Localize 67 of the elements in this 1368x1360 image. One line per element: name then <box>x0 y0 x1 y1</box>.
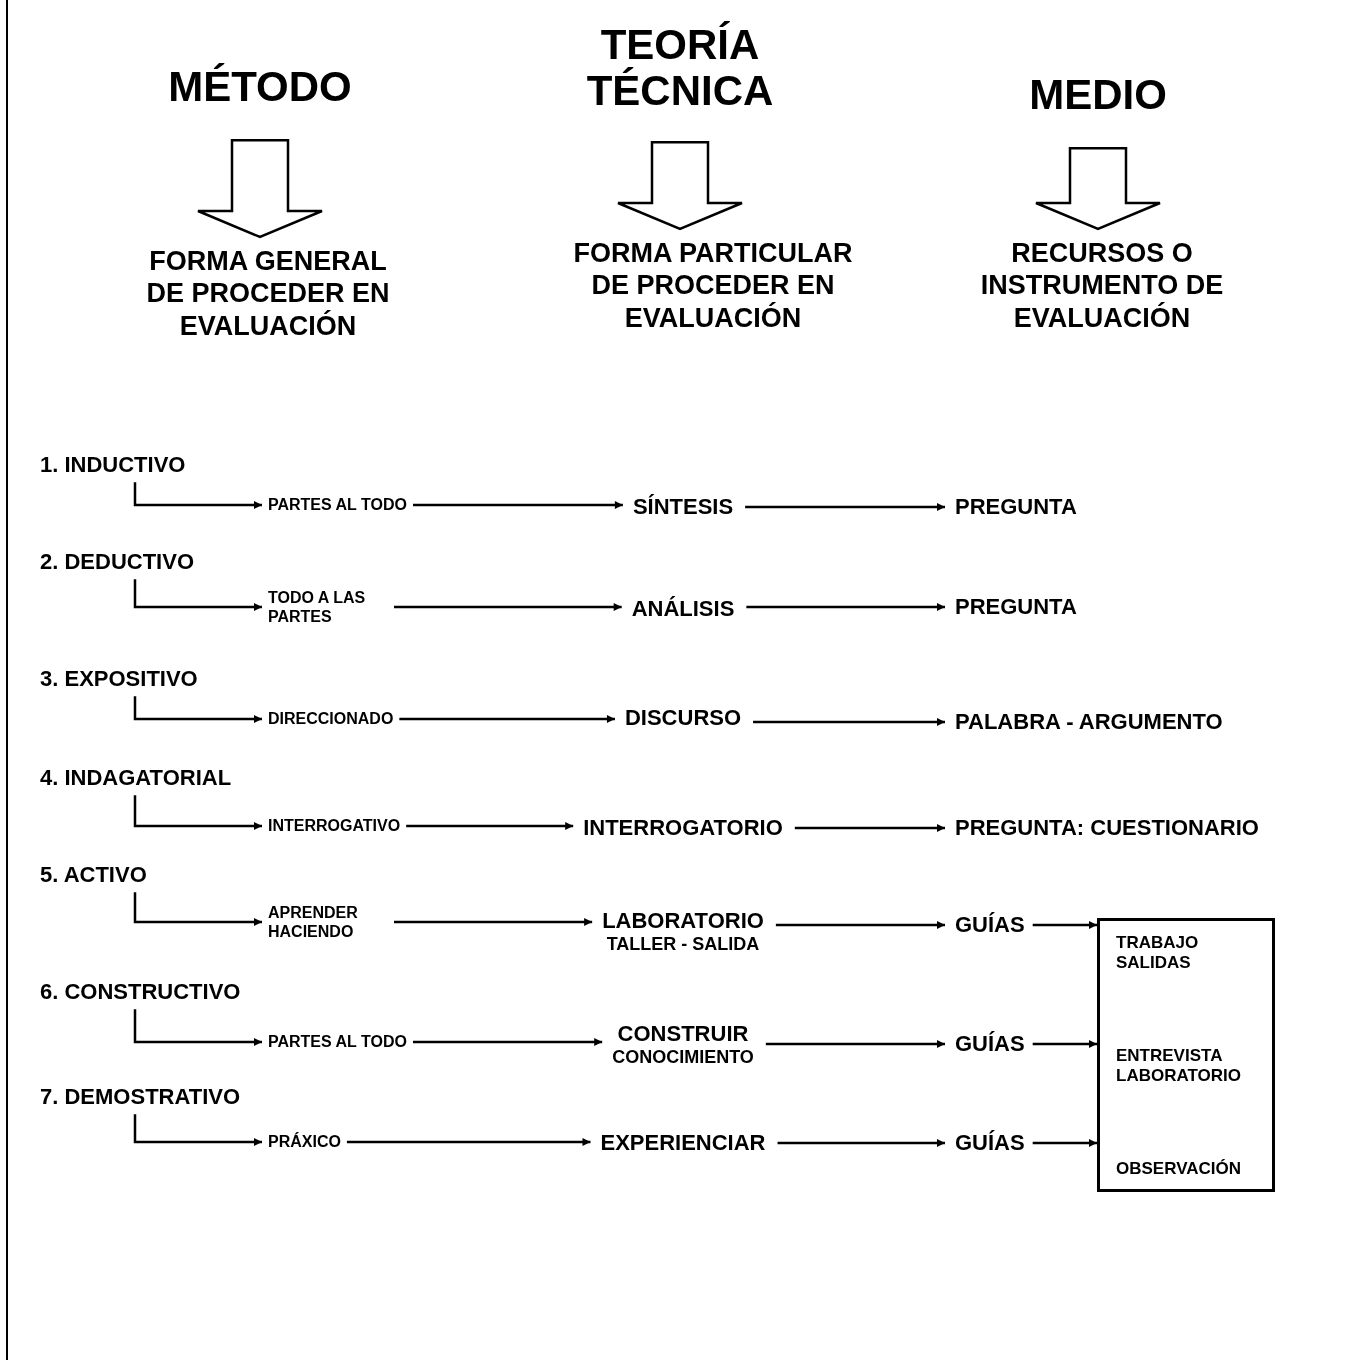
hollow-arrow <box>1034 146 1162 231</box>
arrow <box>1032 1139 1097 1147</box>
technique-label: SÍNTESIS <box>632 493 734 521</box>
hollow-arrow <box>196 138 324 239</box>
technique-detail: TALLER - SALIDA <box>605 934 761 956</box>
resource-label: GUÍAS <box>955 1030 1025 1058</box>
technique-label: DISCURSO <box>624 704 742 732</box>
arrow <box>746 603 945 611</box>
procedure-label: DIRECCIONADO <box>268 709 394 729</box>
resource-label: PALABRA - ARGUMENTO <box>955 708 1223 736</box>
procedure-label: PARTES AL TODO <box>268 1032 407 1052</box>
resource-label: GUÍAS <box>955 1129 1025 1157</box>
method-label: 7. DEMOSTRATIVO <box>40 1083 241 1111</box>
procedure-label: PARTES AL TODO <box>268 495 407 515</box>
arrow <box>745 503 945 511</box>
column-heading: TEORÍA TÉCNICA <box>565 21 795 115</box>
list-item: ENTREVISTA LABORATORIO <box>1116 1045 1242 1087</box>
arrow <box>399 715 615 723</box>
arrow <box>133 1009 262 1046</box>
column-heading: MEDIO <box>1029 69 1167 121</box>
arrow <box>413 501 623 509</box>
resource-label: PREGUNTA <box>955 593 1077 621</box>
technique-name: CONSTRUIR <box>616 1021 750 1048</box>
arrow <box>777 1139 945 1147</box>
column-heading: MÉTODO <box>168 61 352 113</box>
list-item: TRABAJO SALIDAS <box>1116 933 1200 974</box>
arrow <box>133 1114 262 1146</box>
arrow <box>1032 921 1097 929</box>
technique-label: ANÁLISIS <box>631 595 735 623</box>
arrow <box>346 1138 591 1146</box>
resource-label: GUÍAS <box>955 911 1025 939</box>
hollow-arrow <box>616 140 744 231</box>
arrow <box>794 824 945 832</box>
technique-detail: CONOCIMIENTO <box>612 1047 754 1069</box>
list-item: OBSERVACIÓN <box>1116 1158 1242 1179</box>
arrow <box>394 603 622 611</box>
column-description: RECURSOS O INSTRUMENTO DE EVALUACIÓN <box>932 237 1272 335</box>
arrow <box>133 892 262 926</box>
column-description: FORMA GENERAL DE PROCEDER EN EVALUACIÓN <box>133 245 403 343</box>
arrow <box>133 696 262 723</box>
procedure-label: APRENDER HACIENDO <box>268 902 388 942</box>
arrow <box>413 1038 603 1046</box>
method-label: 3. EXPOSITIVO <box>40 665 198 693</box>
arrow <box>765 1040 945 1048</box>
method-label: 4. INDAGATORIAL <box>40 764 232 792</box>
technique-name: LABORATORIO <box>602 908 764 935</box>
arrow <box>394 918 593 926</box>
arrow <box>775 921 945 929</box>
method-label: 1. INDUCTIVO <box>40 451 186 479</box>
technique-label: EXPERIENCIAR <box>600 1129 766 1157</box>
procedure-label: INTERROGATIVO <box>268 816 401 836</box>
procedure-label: TODO A LAS PARTES <box>268 587 388 627</box>
method-label: 5. ACTIVO <box>40 861 147 889</box>
arrow <box>133 579 262 611</box>
method-label: 2. DEDUCTIVO <box>40 548 195 576</box>
arrow <box>1032 1040 1097 1048</box>
procedure-label: PRÁXICO <box>268 1132 341 1152</box>
arrow <box>406 822 574 830</box>
arrow <box>133 795 262 830</box>
arrow <box>753 718 945 726</box>
technique-label: INTERROGATORIO <box>583 814 783 842</box>
column-description: FORMA PARTICULAR DE PROCEDER EN EVALUACIÓN <box>563 237 863 335</box>
resource-list-box <box>1097 918 1275 1192</box>
method-label: 6. CONSTRUCTIVO <box>40 978 241 1006</box>
arrow <box>133 482 262 509</box>
resource-label: PREGUNTA <box>955 493 1077 521</box>
resource-label: PREGUNTA: CUESTIONARIO <box>955 814 1259 842</box>
